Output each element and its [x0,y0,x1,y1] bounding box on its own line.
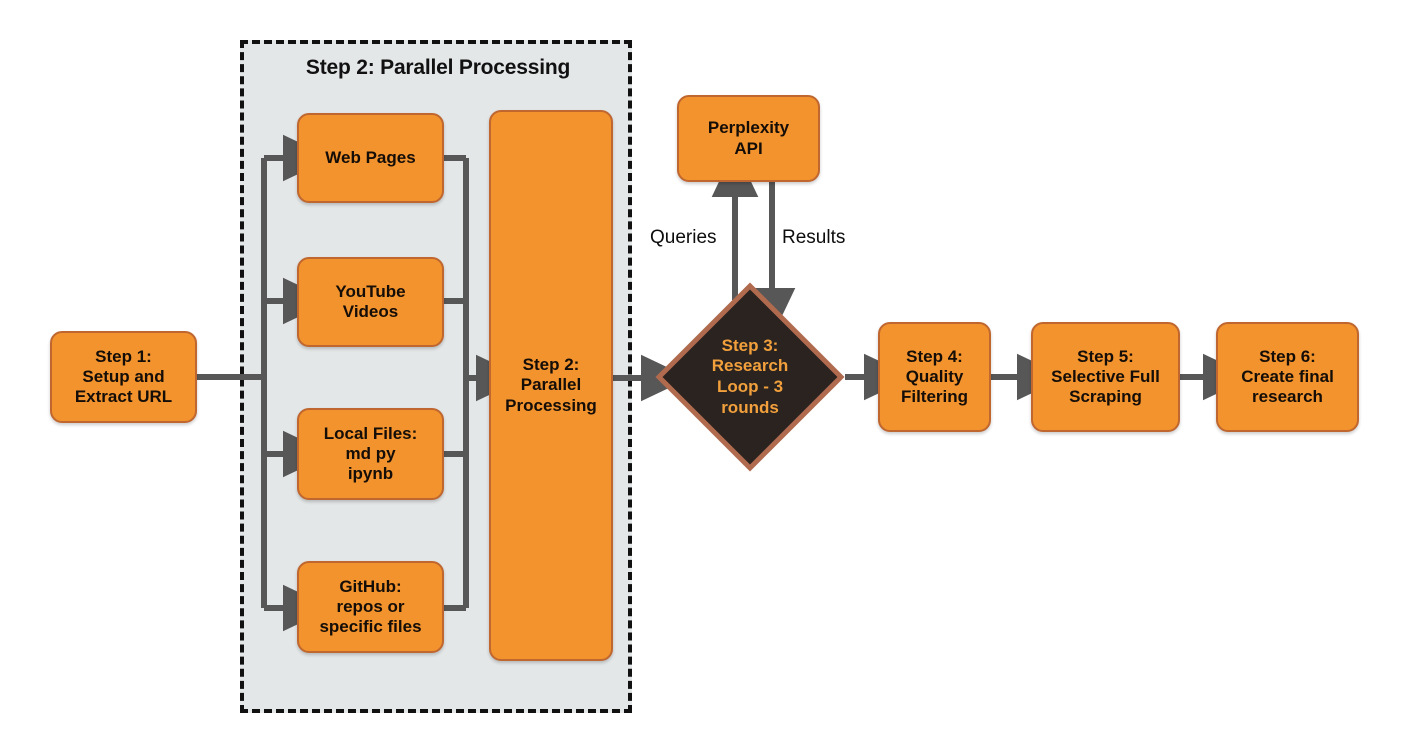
step-6-line-2: Create final [1241,366,1334,386]
step-3-line-3: Loop - 3 [716,377,784,396]
local-files-line-1: Local Files: [323,423,418,443]
step-6-node[interactable]: Step 6: Create final research [1216,322,1359,432]
step-6-line-1: Step 6: [1259,346,1316,366]
step-2-line-2: Parallel [520,375,582,395]
step-4-line-2: Quality [905,366,964,386]
web-pages-label: Web Pages [325,147,416,167]
diamond-shape [655,282,845,472]
results-edge-label: Results [782,227,846,248]
step-3-line-4: rounds [721,397,779,417]
github-line-2: repos or [336,596,405,616]
step-5-line-3: Scraping [1069,387,1142,407]
local-files-node[interactable]: Local Files: md py ipynb [297,408,444,500]
step-3-line-1: Step 3: [721,335,779,355]
web-pages-node[interactable]: Web Pages [297,113,444,203]
step-5-line-1: Step 5: [1077,346,1134,366]
step-2-line-1: Step 2: [522,355,580,375]
github-line-3: specific files [319,617,422,637]
youtube-videos-node[interactable]: YouTube Videos [297,257,444,347]
step-4-line-3: Filtering [900,387,969,407]
perplexity-line-1: Perplexity [707,118,790,138]
perplexity-line-2: API [734,138,763,158]
queries-edge-label: Queries [650,227,717,248]
step-3-label: Step 3: Research Loop - 3 rounds [655,282,845,472]
github-line-1: GitHub: [339,576,402,596]
group-title: Step 2: Parallel Processing [305,56,571,79]
youtube-line-2: Videos [342,302,399,321]
step-5-node[interactable]: Step 5: Selective Full Scraping [1031,322,1180,432]
step-5-line-2: Selective Full [1051,366,1160,386]
perplexity-api-node[interactable]: Perplexity API [677,95,820,182]
step-1-line-3: Extract URL [74,387,173,407]
step-1-node[interactable]: Step 1: Setup and Extract URL [50,331,197,423]
local-files-line-3: ipynb [347,464,394,484]
youtube-line-1: YouTube [335,281,406,301]
step-2-node[interactable]: Step 2: Parallel Processing [489,110,613,661]
step-1-line-1: Step 1: [95,346,152,366]
local-files-line-2: md py [345,443,396,463]
step-6-line-3: research [1252,387,1323,407]
step-4-line-1: Step 4: [906,346,963,366]
step-3-line-2: Research [711,356,789,376]
github-node[interactable]: GitHub: repos or specific files [297,561,444,653]
step-1-line-2: Setup and [82,366,165,386]
step-3-decision-node[interactable]: Step 3: Research Loop - 3 rounds [655,282,845,472]
step-4-node[interactable]: Step 4: Quality Filtering [878,322,991,432]
step-2-line-3: Processing [505,395,597,415]
